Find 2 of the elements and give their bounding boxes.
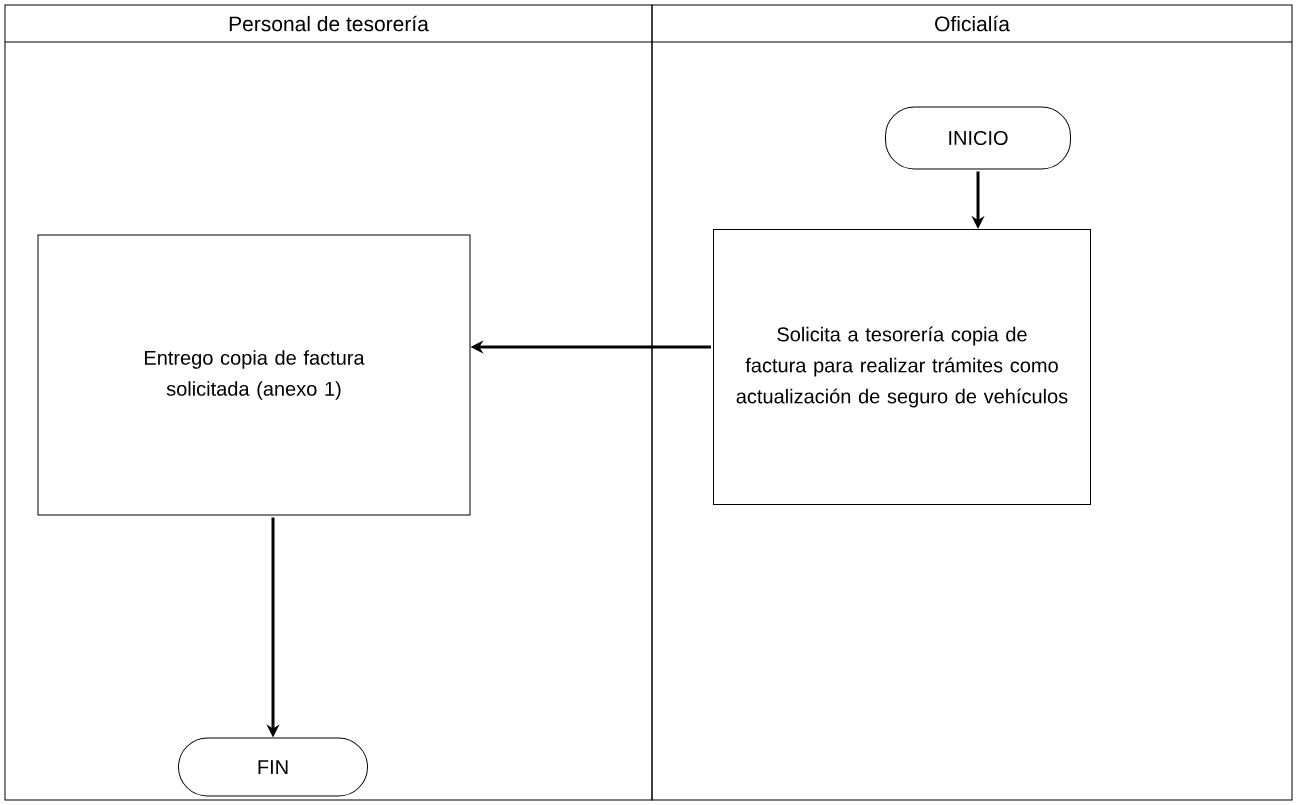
process-box: Solicita a tesorería copia de factura para realizar trámites como actualización de seguro de vehículos [713,229,1091,505]
process-box: Entrego copia de factura solicitada (anexo 1) [37,234,471,516]
